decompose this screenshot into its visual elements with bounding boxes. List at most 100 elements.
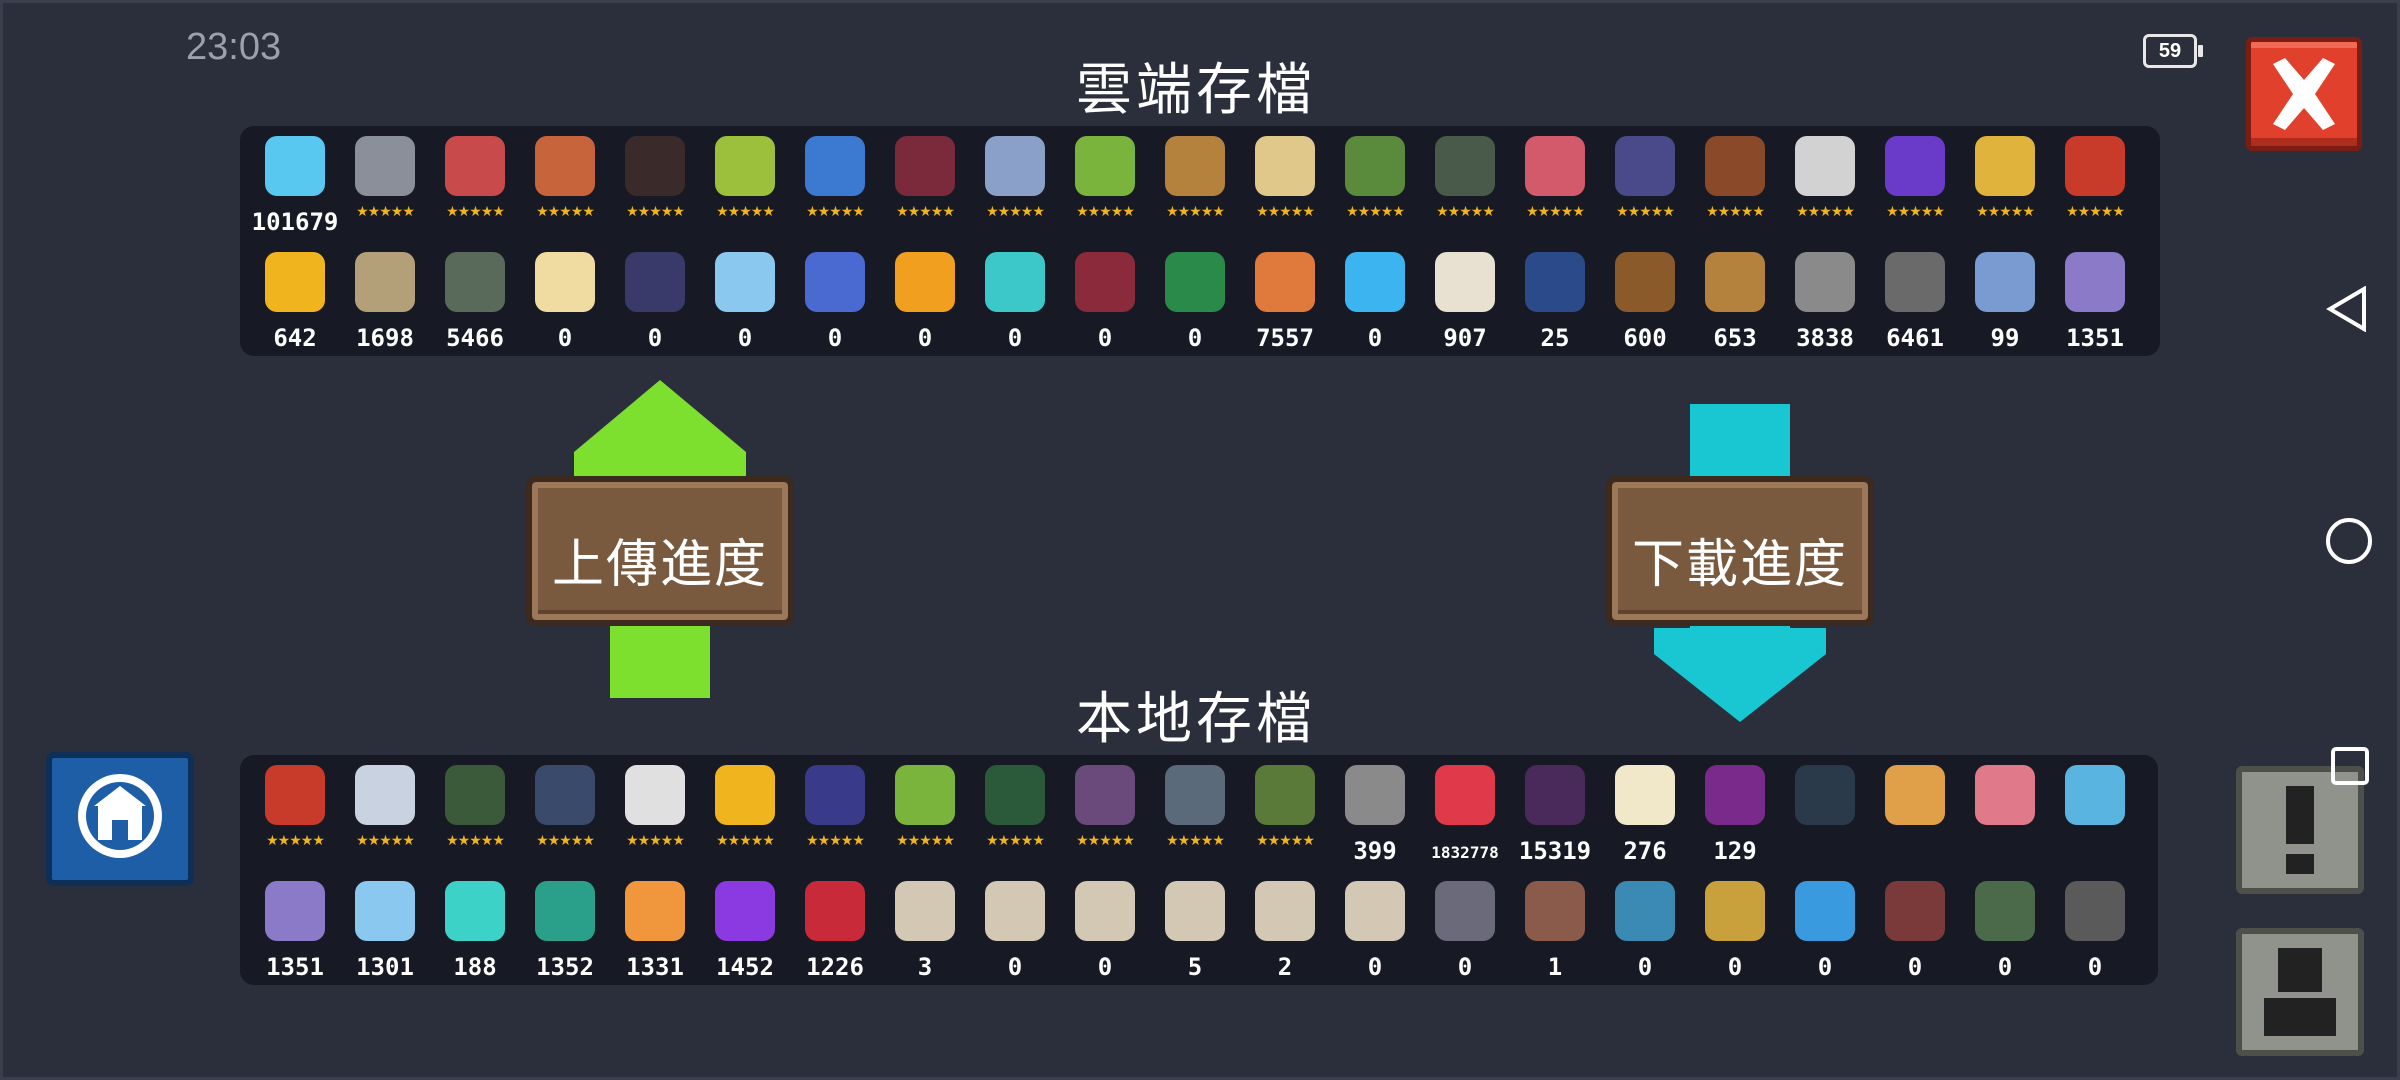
inventory-slot: ★★★★★	[1690, 128, 1780, 238]
paladin-icon	[985, 136, 1045, 196]
inventory-slot: ★★★★★	[520, 757, 610, 867]
parchment-icon	[355, 252, 415, 312]
star-rating: ★★★★★	[716, 204, 775, 220]
inventory-slot: ★★★★★	[1150, 128, 1240, 238]
demon-icon	[1615, 136, 1675, 196]
inventory-slot: 0	[1060, 244, 1150, 354]
download-arrow-icon	[1654, 404, 1826, 722]
recents-nav-icon[interactable]	[2330, 746, 2370, 786]
inventory-slot: 25	[1510, 244, 1600, 354]
inventory-slot: 0	[1960, 873, 2050, 983]
inventory-slot: 0	[1150, 244, 1240, 354]
item-count: 0	[647, 324, 663, 352]
inventory-slot: 0	[1870, 873, 1960, 983]
sprout-icon	[1255, 765, 1315, 825]
item-count: 0	[1007, 953, 1023, 981]
scroll-icon	[1075, 881, 1135, 941]
cyan-shard-icon	[445, 881, 505, 941]
star-rating: ★★★★★	[1976, 204, 2035, 220]
inventory-slot: 3838	[1780, 244, 1870, 354]
inventory-slot: ★★★★★	[970, 128, 1060, 238]
inventory-slot: 0	[1330, 244, 1420, 354]
user-icon	[2264, 948, 2336, 1036]
download-progress-button[interactable]: 下載進度	[1606, 476, 1874, 626]
vampire-icon	[895, 136, 955, 196]
inventory-slot: 188	[430, 873, 520, 983]
fish-icon	[1795, 881, 1855, 941]
pistol-icon	[1345, 765, 1405, 825]
assassin-icon	[625, 136, 685, 196]
item-count: 3838	[1796, 324, 1854, 352]
gear-flower-icon	[895, 252, 955, 312]
star-rating: ★★★★★	[1076, 833, 1135, 849]
inventory-slot: ★★★★★	[700, 757, 790, 867]
wood-chips-icon	[1705, 252, 1765, 312]
star-rating: ★★★★★	[806, 204, 865, 220]
violet-shard-icon	[715, 881, 775, 941]
inventory-slot: 1832778	[1420, 757, 1510, 867]
item-count: 0	[917, 324, 933, 352]
inventory-slot: ★★★★★	[880, 128, 970, 238]
inventory-slot: ★★★★★	[520, 128, 610, 238]
inventory-slot: 3	[880, 873, 970, 983]
item-count: 0	[1367, 953, 1383, 981]
inventory-slot: ★★★★★	[610, 757, 700, 867]
pig-icon	[1975, 765, 2035, 825]
home-nav-icon[interactable]	[2324, 516, 2374, 566]
frog-icon	[895, 765, 955, 825]
inventory-slot: 101679	[250, 128, 340, 238]
star-rating: ★★★★★	[1796, 204, 1855, 220]
swordsman-icon	[535, 765, 595, 825]
inventory-slot: 1331	[610, 873, 700, 983]
item-count: 2	[1277, 953, 1293, 981]
star-rating: ★★★★★	[1616, 204, 1675, 220]
item-count: 600	[1623, 324, 1667, 352]
knight-icon	[355, 136, 415, 196]
star-rating: ★★★★★	[356, 833, 415, 849]
sack-icon	[1435, 252, 1495, 312]
item-count: 0	[827, 324, 843, 352]
account-button[interactable]	[2236, 928, 2364, 1056]
item-count: 5466	[446, 324, 504, 352]
inventory-slot: ★★★★★	[1600, 128, 1690, 238]
inventory-slot: ★★★★★	[340, 757, 430, 867]
star-rating: ★★★★★	[536, 833, 595, 849]
bomber-icon	[2065, 136, 2125, 196]
upload-progress-button[interactable]: 上傳進度	[526, 476, 794, 626]
green-card-icon	[1165, 252, 1225, 312]
item-count: 5	[1187, 953, 1203, 981]
inventory-slot: 1351	[2050, 244, 2140, 354]
item-count: 0	[1367, 324, 1383, 352]
inventory-slot: ★★★★★	[1420, 128, 1510, 238]
inventory-slot: 1452	[700, 873, 790, 983]
back-nav-icon[interactable]	[2326, 286, 2368, 332]
notice-button[interactable]	[2236, 766, 2364, 894]
inventory-slot: 0	[700, 244, 790, 354]
inventory-slot: 0	[1060, 873, 1150, 983]
star-rating: ★★★★★	[626, 833, 685, 849]
star-rating: ★★★★★	[716, 833, 775, 849]
robot-icon	[805, 136, 865, 196]
close-button[interactable]	[2246, 37, 2362, 151]
inventory-slot: 0	[520, 244, 610, 354]
item-count: 15319	[1518, 837, 1592, 865]
inventory-slot: 1226	[790, 873, 880, 983]
item-count: 0	[1097, 324, 1113, 352]
star-rating: ★★★★★	[446, 204, 505, 220]
download-progress-label: 下載進度	[1631, 535, 1848, 595]
temple-button[interactable]	[46, 752, 194, 886]
purple-shard-icon	[2065, 252, 2125, 312]
inventory-slot: ★★★★★	[430, 757, 520, 867]
red-blob-icon	[1435, 765, 1495, 825]
inventory-slot: 1351	[250, 873, 340, 983]
purple-shard-icon	[265, 881, 325, 941]
star-rating: ★★★★★	[1886, 204, 1945, 220]
star-rating: ★★★★★	[1166, 833, 1225, 849]
werewolf-icon	[1165, 136, 1225, 196]
cloud-save-panel: 101679★★★★★★★★★★★★★★★★★★★★★★★★★★★★★★★★★★…	[240, 126, 2160, 356]
star-rating: ★★★★★	[446, 833, 505, 849]
item-count: 0	[1187, 324, 1203, 352]
item-count: 1452	[716, 953, 774, 981]
temple-icon	[78, 774, 162, 858]
local-characters-row: ★★★★★★★★★★★★★★★★★★★★★★★★★★★★★★★★★★★★★★★★…	[250, 757, 2140, 867]
